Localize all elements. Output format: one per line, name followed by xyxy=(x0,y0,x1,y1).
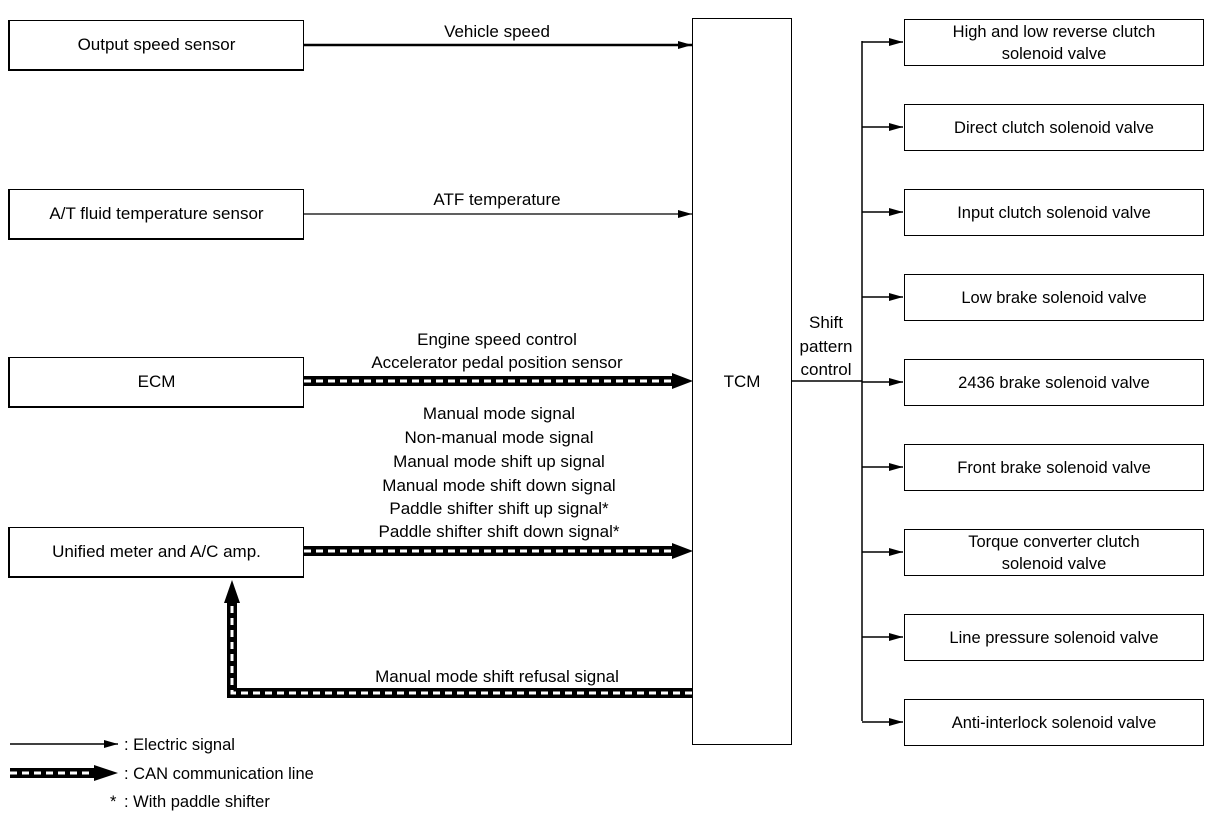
legend-paddle-label: : With paddle shifter xyxy=(124,793,270,811)
front-brake-valve-box: Front brake solenoid valve xyxy=(904,444,1204,491)
refusal-signal-label: Manual mode shift refusal signal xyxy=(375,667,619,686)
output-label: High and low reverse clutch solenoid val… xyxy=(952,22,1156,63)
legend-electric-label: : Electric signal xyxy=(124,736,235,754)
unified-meter-label: Unified meter and A/C amp. xyxy=(52,542,261,561)
output-label: Front brake solenoid valve xyxy=(957,458,1151,477)
paddle-shift-down-label: Paddle shifter shift down signal* xyxy=(378,522,620,541)
refusal-can-arrowhead xyxy=(224,580,240,603)
ecm-label: ECM xyxy=(137,372,176,391)
output-speed-sensor-box: Output speed sensor xyxy=(8,20,304,71)
output-label: Input clutch solenoid valve xyxy=(957,203,1151,222)
meter-can-arrowhead xyxy=(672,543,693,559)
low-brake-valve-box: Low brake solenoid valve xyxy=(904,274,1204,321)
atf-temperature-label: ATF temperature xyxy=(433,190,561,209)
output-branches xyxy=(862,38,903,726)
legend-paddle-marker: * xyxy=(110,793,117,811)
tcm-box: TCM xyxy=(692,18,792,745)
unified-meter-box: Unified meter and A/C amp. xyxy=(8,527,304,578)
line-pressure-valve-box: Line pressure solenoid valve xyxy=(904,614,1204,661)
tcm-label: TCM xyxy=(723,371,761,391)
ecm-box: ECM xyxy=(8,357,304,408)
ecm-can-arrowhead xyxy=(672,373,693,389)
shift-label: Shift xyxy=(808,313,844,332)
manual-shift-down-label: Manual mode shift down signal xyxy=(382,476,616,495)
at-fluid-temp-sensor-label: A/T fluid temperature sensor xyxy=(49,204,264,223)
output-label: Line pressure solenoid valve xyxy=(949,628,1159,647)
vehicle-speed-label: Vehicle speed xyxy=(444,22,550,41)
output-label: Anti-interlock solenoid valve xyxy=(951,713,1157,732)
torque-converter-clutch-valve-box: Torque converter clutch solenoid valve xyxy=(904,529,1204,576)
control-label: control xyxy=(800,360,852,379)
legend-can-label: : CAN communication line xyxy=(124,765,314,783)
input-clutch-valve-box: Input clutch solenoid valve xyxy=(904,189,1204,236)
output-label: Torque converter clutch solenoid valve xyxy=(968,532,1140,573)
output-label: 2436 brake solenoid valve xyxy=(958,373,1150,392)
output-speed-sensor-label: Output speed sensor xyxy=(77,35,236,54)
output-label: Direct clutch solenoid valve xyxy=(954,118,1154,137)
manual-mode-signal-label: Manual mode signal xyxy=(422,404,576,423)
non-manual-mode-signal-label: Non-manual mode signal xyxy=(404,428,594,447)
anti-interlock-valve-box: Anti-interlock solenoid valve xyxy=(904,699,1204,746)
output-label: Low brake solenoid valve xyxy=(961,288,1147,307)
refusal-can-line-dash xyxy=(230,600,692,695)
pattern-label: pattern xyxy=(799,337,853,356)
brake-2436-valve-box: 2436 brake solenoid valve xyxy=(904,359,1204,406)
high-low-reverse-clutch-valve-box: High and low reverse clutch solenoid val… xyxy=(904,19,1204,66)
legend-can-arrowhead xyxy=(94,765,118,781)
engine-speed-control-label: Engine speed control xyxy=(417,330,577,349)
at-fluid-temp-sensor-box: A/T fluid temperature sensor xyxy=(8,189,304,240)
manual-shift-up-label: Manual mode shift up signal xyxy=(393,452,605,471)
accelerator-pedal-label: Accelerator pedal position sensor xyxy=(371,353,623,372)
direct-clutch-valve-box: Direct clutch solenoid valve xyxy=(904,104,1204,151)
paddle-shift-up-label: Paddle shifter shift up signal* xyxy=(389,499,609,518)
